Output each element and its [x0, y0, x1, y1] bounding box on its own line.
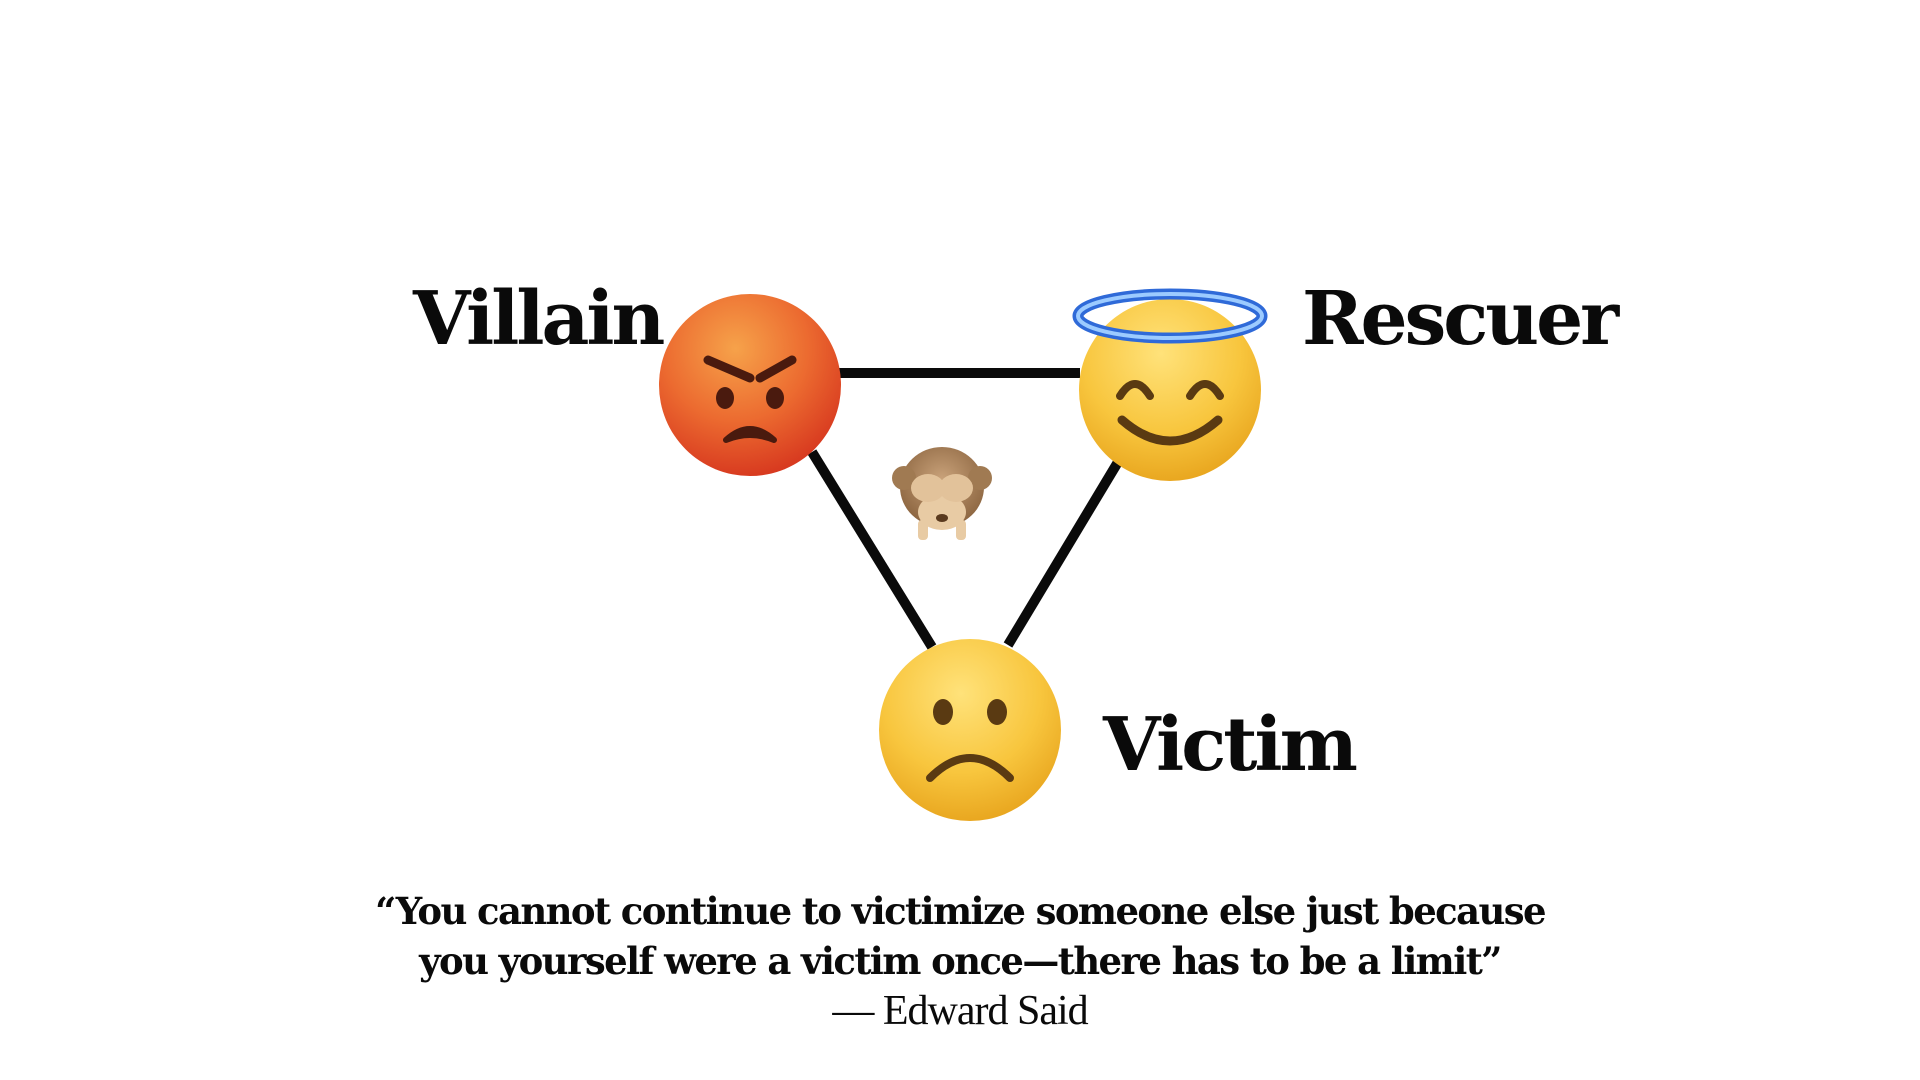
label-victim: Victim [1102, 702, 1357, 788]
see-no-evil-monkey-icon [892, 447, 992, 540]
label-rescuer: Rescuer [1302, 276, 1620, 362]
quote-line-2: you yourself were a victim once—there ha… [419, 939, 1502, 983]
quote-line-1: “You cannot continue to victimize someon… [375, 889, 1546, 933]
smiling-face-with-halo-icon [1072, 288, 1268, 481]
label-villain: Villain [412, 276, 665, 362]
quote-author: — Edward Said [832, 988, 1088, 1034]
angry-face-icon [659, 294, 841, 476]
edge-villain-victim [807, 449, 937, 650]
frowning-face-icon [879, 639, 1061, 821]
edge-rescuer-victim [1003, 459, 1123, 648]
quote-block: “You cannot continue to victimize someon… [260, 886, 1660, 1036]
